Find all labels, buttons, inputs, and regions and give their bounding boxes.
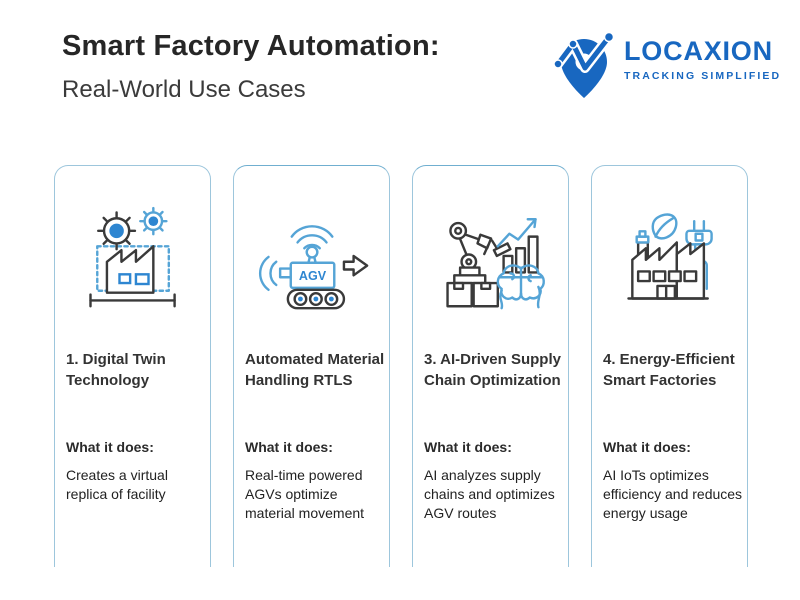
ai-supply-chain-icon	[446, 218, 545, 310]
card-title: 4. Energy-Efficient Smart Factories	[603, 351, 735, 389]
card-description: Creates a virtual replica of facility	[66, 467, 168, 502]
logo-tagline: TRACKING SIMPLIFIED	[624, 70, 782, 82]
what-it-does-label: What it does:	[66, 439, 154, 455]
card-digital-twin: 1. Digital Twin Technology What it does:…	[54, 165, 211, 567]
card-description: AI IoTs optimizes efficiency and reduces…	[603, 467, 743, 521]
card-title: Automated Material Handling RTLS	[245, 351, 385, 389]
logo-text-block: LOCAXION TRACKING SIMPLIFIED	[624, 36, 782, 83]
what-it-does-label: What it does:	[424, 439, 512, 455]
card-energy-efficient: 4. Energy-Efficient Smart Factories What…	[591, 165, 748, 567]
card-ai-supply-chain: 3. AI-Driven Supply Chain Optimization W…	[412, 165, 569, 567]
page-title: Smart Factory Automation:	[62, 30, 440, 62]
what-it-does-label: What it does:	[245, 439, 333, 455]
headline-block: Smart Factory Automation: Real-World Use…	[62, 30, 440, 104]
page-subtitle: Real-World Use Cases	[62, 76, 306, 103]
card-automated-material-handling: AGV Automated Material Handling RTLS Wha…	[233, 165, 390, 567]
use-case-cards: 1. Digital Twin Technology What it does:…	[54, 165, 748, 567]
agv-body-label: AGV	[299, 269, 327, 283]
logo-name: LOCAXION	[624, 36, 773, 66]
card-description: Real-time powered AGVs optimize material…	[245, 467, 365, 521]
card-title: 3. AI-Driven Supply Chain Optimization	[424, 351, 561, 389]
location-pin-chart-icon	[553, 31, 615, 98]
digital-twin-icon	[89, 206, 176, 308]
card-title: 1. Digital Twin Technology	[66, 351, 166, 389]
energy-factory-icon	[627, 213, 713, 300]
card-description: AI analyzes supply chains and optimizes …	[424, 467, 555, 521]
agv-icon: AGV	[259, 225, 369, 310]
locaxion-logo: LOCAXION TRACKING SIMPLIFIED	[551, 26, 781, 108]
what-it-does-label: What it does:	[603, 439, 691, 455]
